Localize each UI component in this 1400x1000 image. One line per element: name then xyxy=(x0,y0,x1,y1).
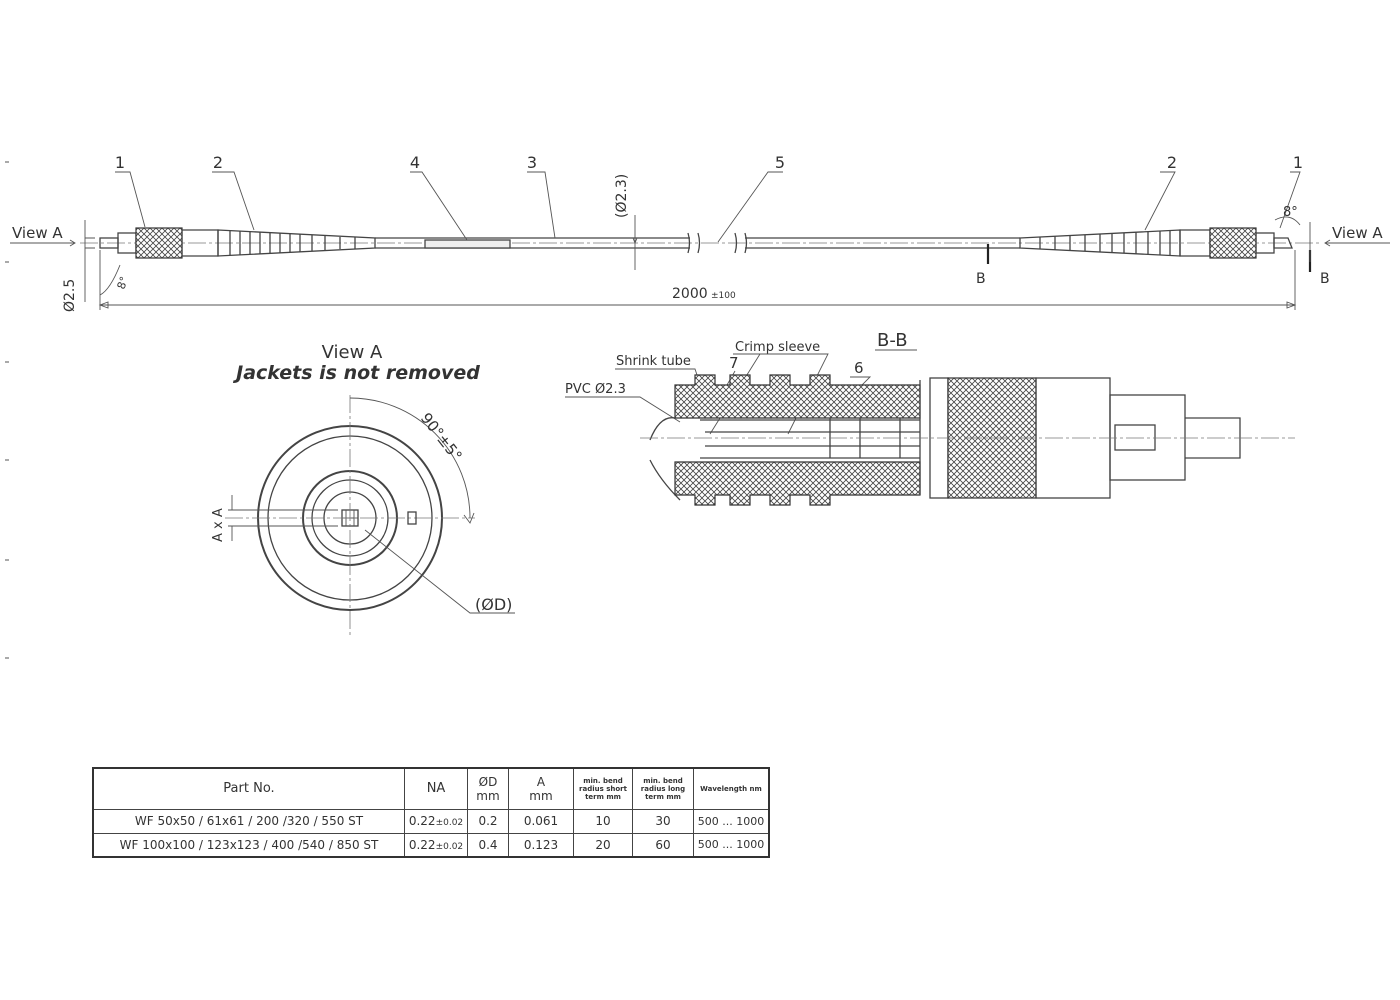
na-value: 0.22 xyxy=(408,837,436,852)
header-bend-long: min. bend radius long term mm xyxy=(632,767,694,810)
length-dimension: 2000 ±100 xyxy=(98,250,1297,310)
table-row: WF 100x100 / 123x123 / 400 /540 / 850 ST… xyxy=(92,832,770,858)
axa-label: A x A xyxy=(211,508,226,542)
cell-bend-long: 60 xyxy=(632,832,694,858)
crimp-sleeve-label: Crimp sleeve xyxy=(735,340,820,355)
cell-bend-long: 30 xyxy=(632,808,694,834)
cable-right xyxy=(745,237,1020,249)
callout-6: 6 xyxy=(854,359,864,377)
table-row: WF 50x50 / 61x61 / 200 /320 / 550 ST 0.2… xyxy=(92,808,770,834)
right-connector-nut xyxy=(1209,227,1257,259)
header-bend-short: min. bend radius short term mm xyxy=(573,767,633,810)
cell-na: 0.22±0.02 xyxy=(404,808,468,834)
callout-5: 5 xyxy=(775,153,785,172)
length-value: 2000 xyxy=(672,286,708,302)
cell-bend-short: 20 xyxy=(573,832,633,858)
margin-ticks xyxy=(5,161,9,659)
header-part-no: Part No. xyxy=(92,767,405,810)
cell-a: 0.123 xyxy=(508,832,574,858)
cell-part-no: WF 50x50 / 61x61 / 200 /320 / 550 ST xyxy=(92,808,405,834)
view-a-end-face xyxy=(225,395,515,635)
header-wavelength: Wavelength nm xyxy=(693,767,770,810)
cell-a: 0.061 xyxy=(508,808,574,834)
label-sleeve xyxy=(424,239,511,249)
view-a-title: View A xyxy=(322,342,383,363)
pvc-label: PVC Ø2.3 xyxy=(565,382,626,397)
diameter-2-3-label: (Ø2.3) xyxy=(614,174,630,218)
section-mark-right: B xyxy=(1320,271,1330,287)
section-bb-connector xyxy=(640,374,1295,506)
callout-1-right: 1 xyxy=(1293,153,1303,172)
callout-2-right: 2 xyxy=(1167,153,1177,172)
na-tolerance: ±0.02 xyxy=(435,818,464,828)
cell-na: 0.22±0.02 xyxy=(404,832,468,858)
cell-wavelength: 500 ... 1000 xyxy=(693,808,770,834)
shrink-tube-label: Shrink tube xyxy=(616,354,691,369)
callout-4: 4 xyxy=(410,153,420,172)
cable-overview xyxy=(80,215,1320,272)
header-d-unit: mm xyxy=(476,788,500,803)
diameter-2-5-label: Ø2.5 xyxy=(62,279,78,312)
angle-90-label: 90°±5° xyxy=(417,409,466,464)
header-d-label: ØD xyxy=(478,774,498,789)
header-a-unit: mm xyxy=(529,788,553,803)
view-a-subtitle: Jackets is not removed xyxy=(232,362,480,384)
section-mark-left: B xyxy=(976,271,986,287)
callout-1-left: 1 xyxy=(115,153,125,172)
left-connector-nut xyxy=(135,227,183,259)
cell-part-no: WF 100x100 / 123x123 / 400 /540 / 850 ST xyxy=(92,832,405,858)
header-a-label: A xyxy=(536,774,546,789)
na-value: 0.22 xyxy=(408,814,436,828)
callout-3: 3 xyxy=(527,153,537,172)
cell-wavelength: 500 ... 1000 xyxy=(693,832,770,858)
view-a-label-left: View A xyxy=(12,224,63,242)
cell-d: 0.2 xyxy=(467,808,509,834)
length-tolerance: ±100 xyxy=(711,291,736,301)
angle-8-right-label: 8° xyxy=(1283,205,1298,220)
callout-7: 7 xyxy=(729,354,739,372)
section-title: B-B xyxy=(877,330,908,351)
callout-leaders xyxy=(84,171,1311,302)
diameter-d-label: (ØD) xyxy=(475,595,512,614)
callout-2-left: 2 xyxy=(213,153,223,172)
na-tolerance: ±0.02 xyxy=(435,841,464,852)
cell-d: 0.4 xyxy=(467,832,509,858)
header-na: NA xyxy=(404,767,468,810)
cell-bend-short: 10 xyxy=(573,808,633,834)
view-a-label-right: View A xyxy=(1332,224,1383,242)
angle-8-left-label: 8° xyxy=(115,275,131,291)
